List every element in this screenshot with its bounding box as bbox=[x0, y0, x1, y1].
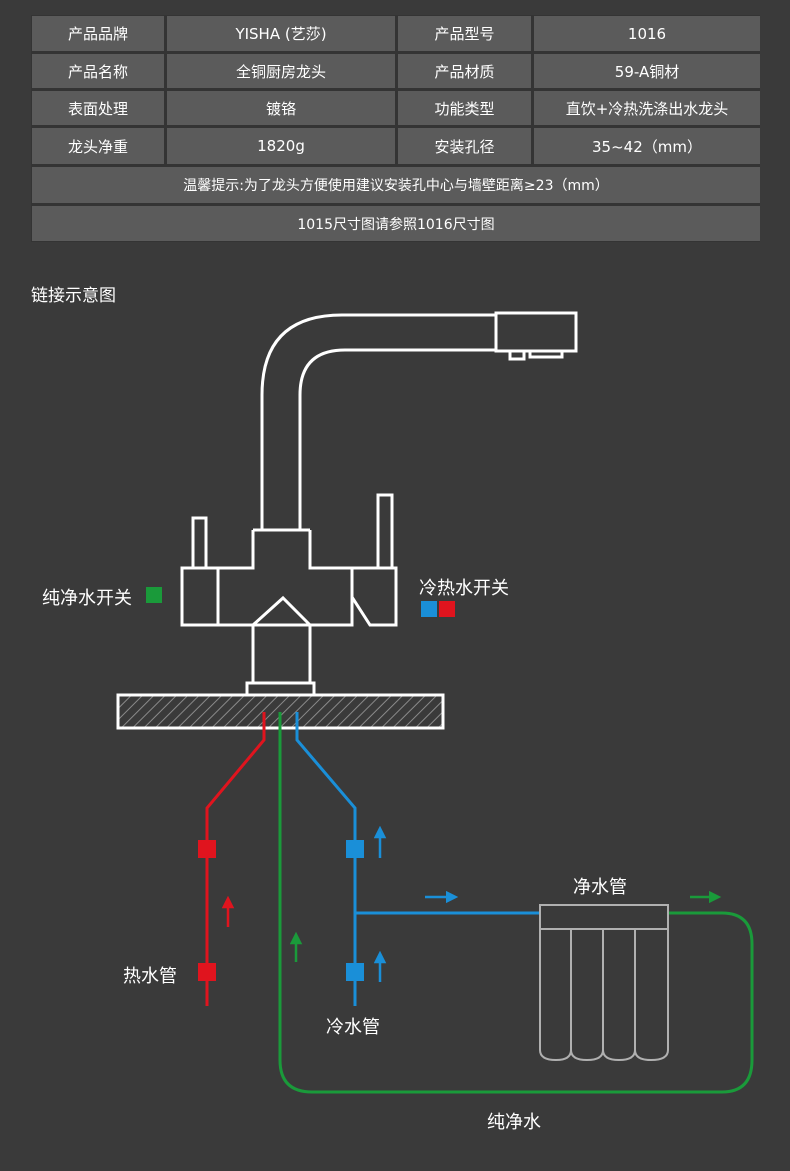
spec-label-name: 产品名称 bbox=[32, 54, 164, 88]
spec-label-hole: 安装孔径 bbox=[398, 128, 531, 164]
spec-value-material: 59-A铜材 bbox=[534, 54, 760, 88]
spec-label-material: 产品材质 bbox=[398, 54, 531, 88]
spec-value-model: 1016 bbox=[534, 16, 760, 51]
pure-water-pipe bbox=[278, 712, 754, 1094]
spec-label-finish: 表面处理 bbox=[32, 91, 164, 125]
spec-value-function: 直饮+冷热洗涤出水龙头 bbox=[534, 91, 760, 125]
spec-value-weight: 1820g bbox=[167, 128, 395, 164]
spec-value-name: 全铜厨房龙头 bbox=[167, 54, 395, 88]
spec-tip: 温馨提示:为了龙头方便使用建议安装孔中心与墙壁距离≥23（mm） bbox=[32, 167, 760, 203]
cold-pipe-label: 冷水管 bbox=[326, 1017, 380, 1038]
hot-water-pipe bbox=[205, 712, 266, 1006]
pure-switch-swatch bbox=[146, 587, 162, 603]
spec-value-brand: YISHA (艺莎) bbox=[167, 16, 395, 51]
pure-water-label: 纯净水 bbox=[487, 1112, 541, 1133]
spec-label-weight: 龙头净重 bbox=[32, 128, 164, 164]
pure-water-handle bbox=[180, 516, 220, 627]
hot-valve-upper bbox=[198, 840, 216, 858]
cold-water-pipe bbox=[295, 712, 357, 1006]
spec-value-finish: 镀铬 bbox=[167, 91, 395, 125]
hot-cold-handle bbox=[350, 493, 398, 627]
cold-valve-lower bbox=[346, 963, 364, 981]
purifier-pipe-label: 净水管 bbox=[573, 877, 627, 898]
hot-cold-switch-label: 冷热水开关 bbox=[419, 578, 509, 599]
faucet-spout bbox=[260, 311, 578, 530]
spec-label-function: 功能类型 bbox=[398, 91, 531, 125]
hot-pipe-label: 热水管 bbox=[123, 966, 177, 987]
pure-switch-label: 纯净水开关 bbox=[42, 588, 132, 609]
faucet-body bbox=[216, 528, 354, 697]
spec-table: 产品品牌 YISHA (艺莎) 产品型号 1016 产品名称 全铜厨房龙头 产品… bbox=[31, 15, 760, 242]
hot-switch-swatch bbox=[439, 601, 455, 617]
cold-valve-upper bbox=[346, 840, 364, 858]
diagram-heading: 链接示意图 bbox=[31, 286, 116, 306]
water-purifier bbox=[539, 904, 669, 1062]
spec-label-brand: 产品品牌 bbox=[32, 16, 164, 51]
hot-valve-lower bbox=[198, 963, 216, 981]
spec-note: 1015尺寸图请参照1016尺寸图 bbox=[32, 206, 760, 241]
spec-label-model: 产品型号 bbox=[398, 16, 531, 51]
spec-value-hole: 35~42（mm） bbox=[534, 128, 760, 164]
cold-switch-swatch bbox=[421, 601, 437, 617]
